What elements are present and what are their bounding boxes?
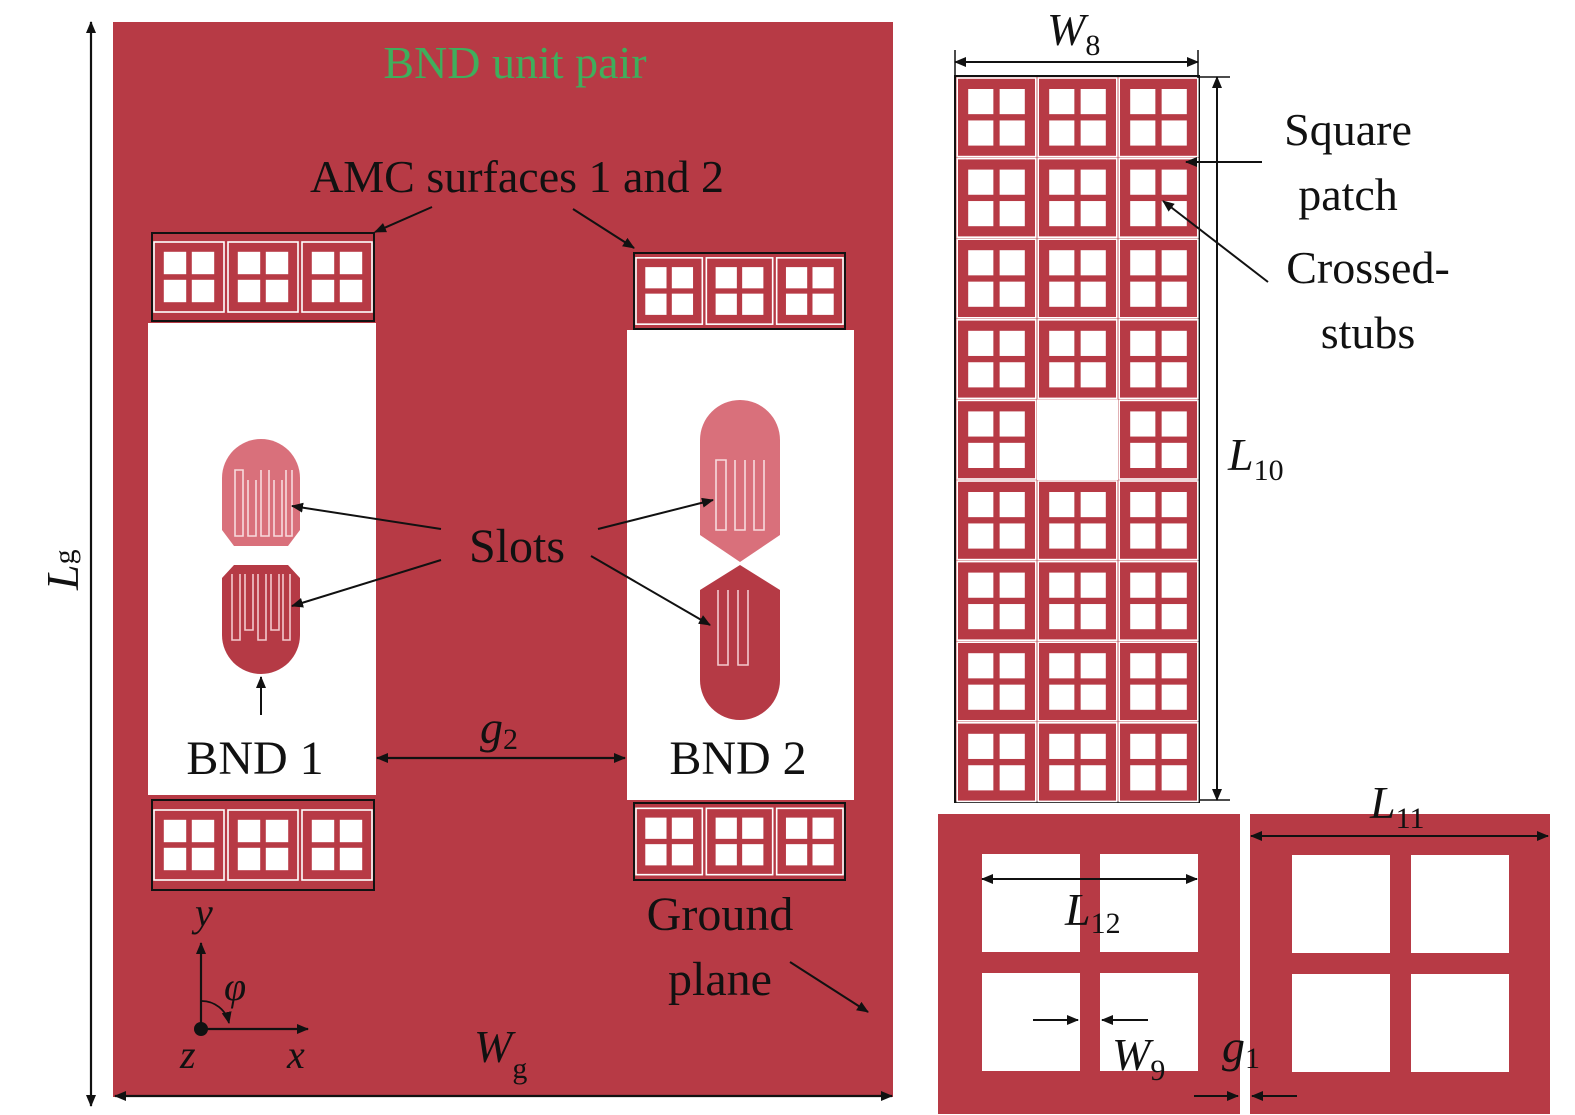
l10-dimension-label: L10 [1227,429,1284,487]
slot-arrow-2 [291,559,442,608]
bnd2-label: BND 2 [669,732,806,785]
crossed-stubs-label-2: stubs [1321,307,1416,358]
amc-array-cell [1037,77,1118,158]
lg-dimension-label: Lg [37,549,88,591]
square-patch-label-1: Square [1284,104,1412,155]
amc-strip-cell [153,241,225,313]
slots-label: Slots [469,520,565,573]
amc-strip-bnd2-bottom [633,802,846,881]
main-title: BND unit pair [383,37,646,88]
amc-array-cell [1118,399,1199,480]
amc-array-cell [1118,238,1199,319]
amc-surfaces-label: AMC surfaces 1 and 2 [310,151,724,202]
unit-cell-views: L12 L11 W9 g1 [938,777,1550,1114]
ground-label-line1: Ground [647,888,794,941]
axis-y-label: y [191,890,213,935]
amc-array-view: W8 L10 Square patch Crossed- stubs [954,4,1450,803]
amc-array-cell [956,318,1037,400]
amc-array-cell [1118,77,1199,158]
amc-array-cell [1118,641,1199,722]
amc-strip-cell [775,807,844,876]
amc-strip-cell [301,241,373,313]
amc-array-cell [1037,318,1118,400]
amc-array-cell [1118,560,1199,641]
amc-arrow-2 [572,208,635,249]
slot-arrow-1 [291,502,442,530]
amc-array-cell [1118,157,1199,239]
amc-array-cell [1118,480,1199,561]
amc-array-cell [956,399,1037,480]
bnd1-substrate [148,323,376,795]
bnd1-upper-patch [222,439,300,546]
amc-array-cell [1037,560,1118,641]
crossed-stubs-label-1: Crossed- [1286,242,1450,293]
amc-strip-bnd1-bottom [151,799,375,891]
l12-dimension-label: L12 [1064,884,1121,940]
amc-strip-cell [705,257,774,325]
w9-dimension-label: W9 [1112,1029,1165,1087]
amc-strip-cell [153,809,225,881]
axis-phi-label: φ [224,964,246,1009]
amc-strip-bnd1-top [151,232,375,322]
amc-array-cell [1118,318,1199,400]
amc-array-cell [1037,480,1118,561]
amc-strip-cell [635,257,704,325]
square-patch-label-2: patch [1298,169,1398,220]
ground-arrow [789,961,869,1013]
g1-dimension-label: g1 [1222,1021,1260,1075]
amc-empty-cell [1037,399,1118,480]
amc-array-cell [956,641,1037,722]
amc-array [954,75,1200,803]
bnd2-lower-patch [700,565,780,720]
amc-array-cell [956,77,1037,158]
amc-array-cell [1037,157,1118,239]
amc-array-cell [956,238,1037,319]
axis-x-label: x [286,1032,305,1077]
coordinate-axes: y x z φ [179,890,309,1077]
amc-array-cell [1037,238,1118,319]
bnd1-label: BND 1 [186,732,323,785]
amc-strip-cell [227,809,299,881]
amc-strips [151,232,846,891]
wg-dimension-label: Wg [474,1021,527,1085]
amc-arrow-1 [374,206,433,233]
amc-strip-cell [635,807,704,876]
amc-strip-cell [227,241,299,313]
amc-strip-cell [301,809,373,881]
bnd1-lower-patch [222,565,300,674]
amc-array-cell [1118,721,1199,803]
w8-dimension-label: W8 [1047,4,1100,62]
amc-array-cell [956,560,1037,641]
bnd2-upper-patch [700,400,780,562]
axis-z-label: z [179,1032,196,1077]
amc-strip-bnd2-top [633,252,846,330]
l11-dimension-label: L11 [1369,777,1424,835]
amc-strip-cell [775,257,844,325]
ground-label-line2: plane [668,953,772,1006]
amc-array-cell [956,721,1037,803]
amc-array-cell [1037,641,1118,722]
main-view: BND unit pair AMC surfaces 1 and 2 [37,21,893,1107]
amc-array-cell [1037,721,1118,803]
amc-array-cell [956,480,1037,561]
amc-array-cell [956,157,1037,239]
amc-strip-cell [705,807,774,876]
slot-arrow-3 [597,497,714,530]
slot-arrow-4 [590,555,711,626]
crossed-stubs-arrow [1162,200,1269,283]
g2-dimension-label: g2 [480,702,518,756]
